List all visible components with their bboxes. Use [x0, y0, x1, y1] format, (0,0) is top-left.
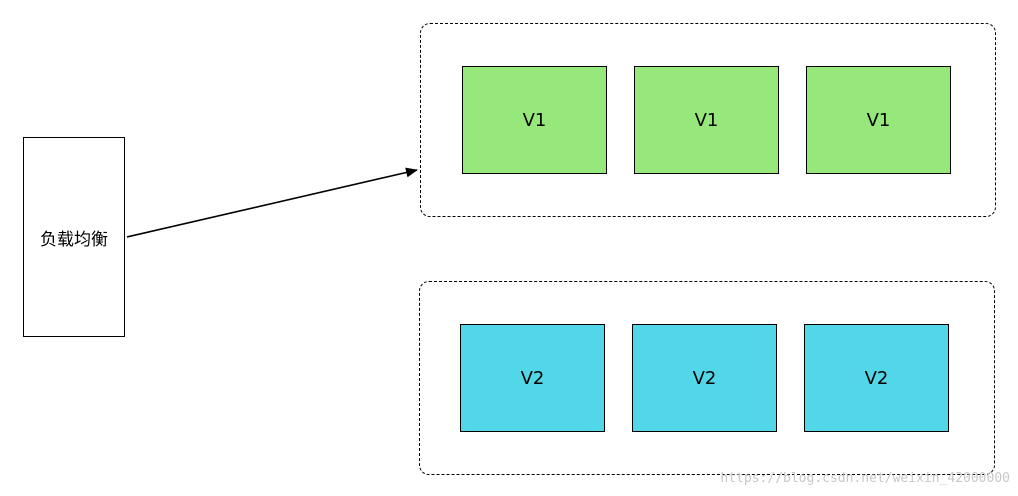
v1-node-1: V1	[462, 66, 607, 174]
watermark: https://blog.csdn.net/weixin_42000000	[720, 471, 1010, 486]
v2-node-3: V2	[804, 324, 949, 432]
v2-node-1: V2	[460, 324, 605, 432]
v2-node-2: V2	[632, 324, 777, 432]
v1-node-2-label: V1	[694, 109, 719, 131]
v2-node-2-label: V2	[692, 367, 717, 389]
v1-node-2: V1	[634, 66, 779, 174]
load-balancer-box: 负载均衡	[23, 137, 125, 337]
v1-group-container	[420, 23, 996, 217]
v1-node-1-label: V1	[522, 109, 547, 131]
v2-node-1-label: V2	[520, 367, 545, 389]
v1-node-3-label: V1	[866, 109, 891, 131]
v2-node-3-label: V2	[864, 367, 889, 389]
v2-group-container	[419, 281, 995, 475]
v1-node-3: V1	[806, 66, 951, 174]
load-balancer-label: 负载均衡	[40, 229, 108, 250]
